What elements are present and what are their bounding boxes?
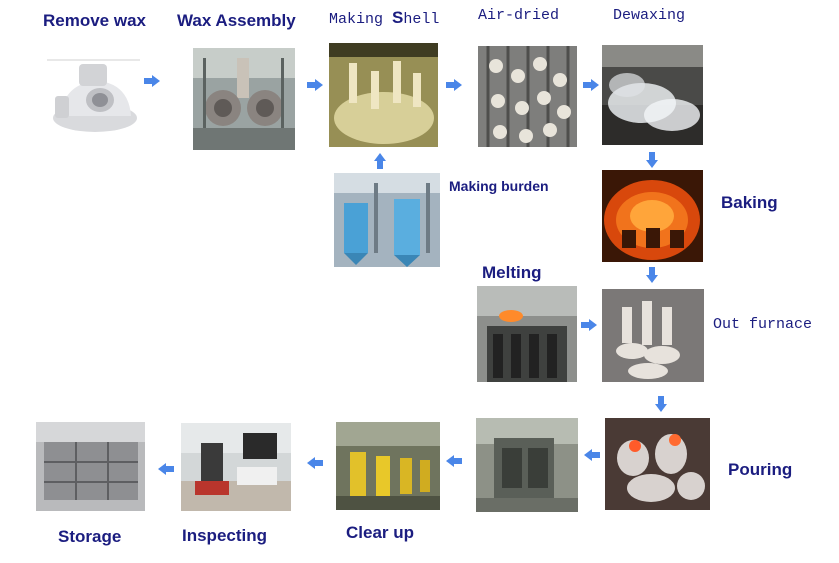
remove-wax-image [45, 58, 142, 136]
arrow-down-icon [646, 152, 658, 168]
dewaxing-label: Dewaxing [613, 7, 686, 24]
dewaxing-image [602, 45, 703, 145]
making-shell-label: Making Shell [329, 9, 439, 27]
pouring-label: Pouring [728, 460, 793, 479]
air-dried-image [478, 46, 577, 147]
storage-label: Storage [58, 527, 122, 546]
air-dried-label: Air-dried [478, 7, 560, 24]
making-burden-image [334, 173, 440, 267]
out-furnace-image [602, 289, 704, 382]
arrow-left-icon [158, 463, 174, 475]
arrow-right-icon [144, 75, 160, 87]
clear-up-label: Clear up [346, 523, 415, 542]
remove-wax-label: Remove wax [43, 11, 146, 30]
arrow-down-icon [646, 267, 658, 283]
arrow-left-icon [446, 455, 462, 467]
making-shell-suffix: hell [403, 11, 440, 28]
melting-label: Melting [482, 263, 542, 282]
making-shell-prefix: Making [329, 11, 393, 28]
melting-image [477, 286, 577, 382]
arrow-left-icon [584, 449, 600, 461]
making-shell-image [329, 43, 438, 147]
storage-image [36, 422, 145, 511]
arrow-right-icon [581, 319, 597, 331]
wax-assembly-label: Wax Assembly [177, 11, 296, 30]
arrow-down-icon [655, 396, 667, 412]
clear-up-machine-image [476, 418, 578, 512]
arrow-right-icon [307, 79, 323, 91]
arrow-up-icon [374, 153, 386, 169]
pouring-image [605, 418, 710, 510]
inspecting-label: Inspecting [182, 526, 268, 545]
arrow-left-icon [307, 457, 323, 469]
baking-image [602, 170, 703, 262]
out-furnace-label: Out furnace [713, 316, 813, 333]
wax-assembly-image [193, 48, 295, 150]
clear-up-image [336, 422, 440, 510]
inspecting-image [181, 423, 291, 511]
making-shell-s: S [392, 8, 404, 27]
arrow-right-icon [583, 79, 599, 91]
baking-label: Baking [721, 193, 778, 212]
making-burden-label: Making burden [449, 178, 549, 194]
arrow-right-icon [446, 79, 462, 91]
